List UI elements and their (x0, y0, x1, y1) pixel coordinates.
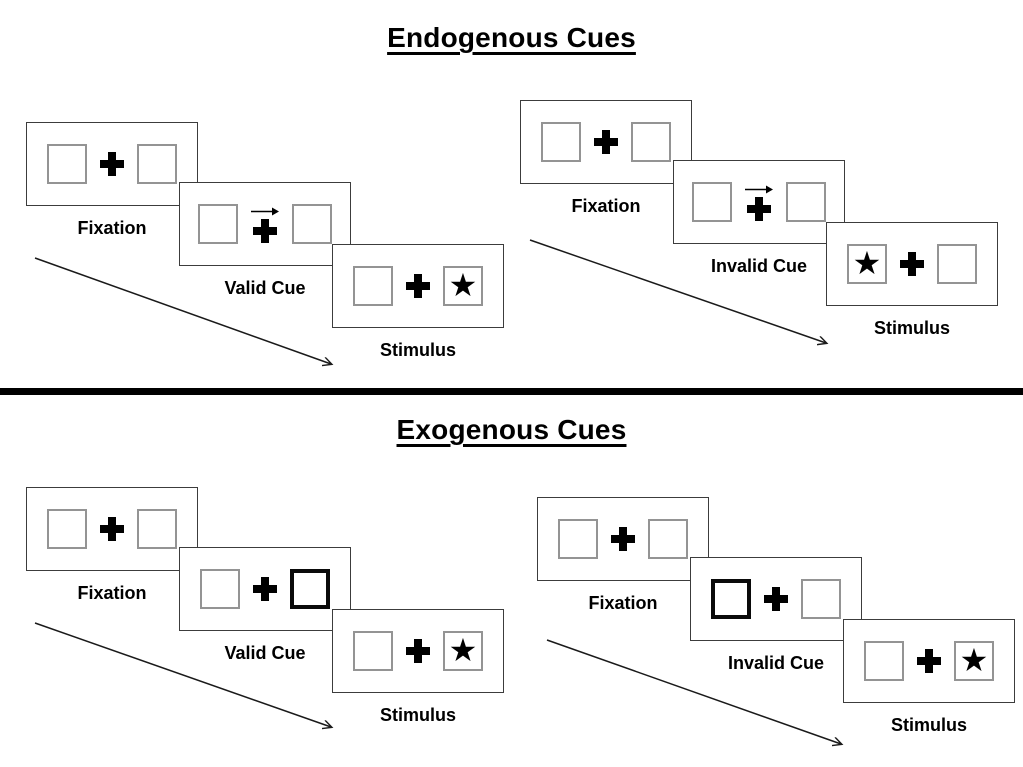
target-star-icon: ★ (852, 244, 882, 282)
central-symbols (253, 577, 277, 601)
fixation-panel (26, 122, 198, 206)
cue-panel (673, 160, 845, 244)
cue-arrow-right-icon (745, 185, 773, 193)
trial-sequence-endogenous-invalid: Fixation Invalid Cue ★ Stimulus (520, 100, 1002, 362)
right-box (786, 182, 826, 222)
central-symbols (745, 184, 773, 221)
right-box: ★ (443, 266, 483, 306)
panel-label: Fixation (77, 218, 147, 238)
panel-label: Fixation (588, 593, 658, 613)
fixation-panel (537, 497, 709, 581)
right-box (137, 509, 177, 549)
cue-panel (690, 557, 862, 641)
section-title-exogenous: Exogenous Cues (396, 414, 627, 445)
fixation-cross-icon (100, 152, 124, 176)
stimulus-panel: ★ (826, 222, 998, 306)
right-box (937, 244, 977, 284)
fixation-cross-icon (253, 577, 277, 601)
section-divider (0, 388, 1023, 395)
panel-label: Invalid Cue (727, 653, 825, 673)
central-symbols (764, 587, 788, 611)
panel-label: Fixation (571, 196, 641, 216)
right-box (801, 579, 841, 619)
fixation-cross-icon (900, 252, 924, 276)
panel-label: Valid Cue (224, 643, 306, 663)
target-star-icon: ★ (959, 641, 989, 679)
stimulus-panel: ★ (332, 609, 504, 693)
panel-label: Fixation (77, 583, 147, 603)
stimulus-panel: ★ (843, 619, 1015, 703)
left-box (47, 509, 87, 549)
target-star-icon: ★ (448, 266, 478, 304)
fixation-cross-icon (406, 639, 430, 663)
central-symbols (100, 152, 124, 176)
right-box (292, 204, 332, 244)
fixation-cross-icon (917, 649, 941, 673)
left-box (864, 641, 904, 681)
fixation-panel (520, 100, 692, 184)
fixation-cross-icon (764, 587, 788, 611)
left-box (353, 631, 393, 671)
left-box (692, 182, 732, 222)
right-box: ★ (954, 641, 994, 681)
panel-label: Stimulus (379, 705, 456, 725)
panel-label: Stimulus (873, 318, 950, 338)
fixation-cross-icon (100, 517, 124, 541)
right-box (648, 519, 688, 559)
cue-arrow-right-icon (251, 207, 279, 215)
panel-label: Stimulus (379, 340, 456, 360)
left-box (541, 122, 581, 162)
central-symbols (100, 517, 124, 541)
left-box-highlighted-cue (711, 579, 751, 619)
central-symbols (917, 649, 941, 673)
trial-sequence-exogenous-invalid: Fixation Invalid Cue ★ Stimulus (537, 497, 1019, 759)
trial-sequence-exogenous-valid: Fixation Valid Cue ★ Stimulus (26, 487, 508, 749)
fixation-cross-icon (747, 196, 771, 221)
right-box-highlighted-cue (290, 569, 330, 609)
central-symbols (406, 274, 430, 298)
fixation-panel (26, 487, 198, 571)
trial-sequence-endogenous-valid: Fixation Valid Cue ★ Stimulus (26, 122, 508, 384)
cue-panel (179, 547, 351, 631)
panel-label: Stimulus (890, 715, 967, 735)
right-box (631, 122, 671, 162)
central-symbols (251, 206, 279, 243)
left-box (353, 266, 393, 306)
fixation-cross-icon (406, 274, 430, 298)
panel-label: Invalid Cue (710, 256, 808, 276)
panel-label: Valid Cue (224, 278, 306, 298)
right-box (137, 144, 177, 184)
left-box: ★ (847, 244, 887, 284)
right-box: ★ (443, 631, 483, 671)
target-star-icon: ★ (448, 631, 478, 669)
fixation-cross-icon (594, 130, 618, 154)
left-box (558, 519, 598, 559)
central-symbols (611, 527, 635, 551)
left-box (200, 569, 240, 609)
left-box (47, 144, 87, 184)
central-symbols (900, 252, 924, 276)
fixation-cross-icon (611, 527, 635, 551)
stimulus-panel: ★ (332, 244, 504, 328)
central-symbols (594, 130, 618, 154)
fixation-cross-icon (253, 218, 277, 243)
left-box (198, 204, 238, 244)
section-title-endogenous: Endogenous Cues (387, 22, 636, 53)
central-symbols (406, 639, 430, 663)
cue-panel (179, 182, 351, 266)
